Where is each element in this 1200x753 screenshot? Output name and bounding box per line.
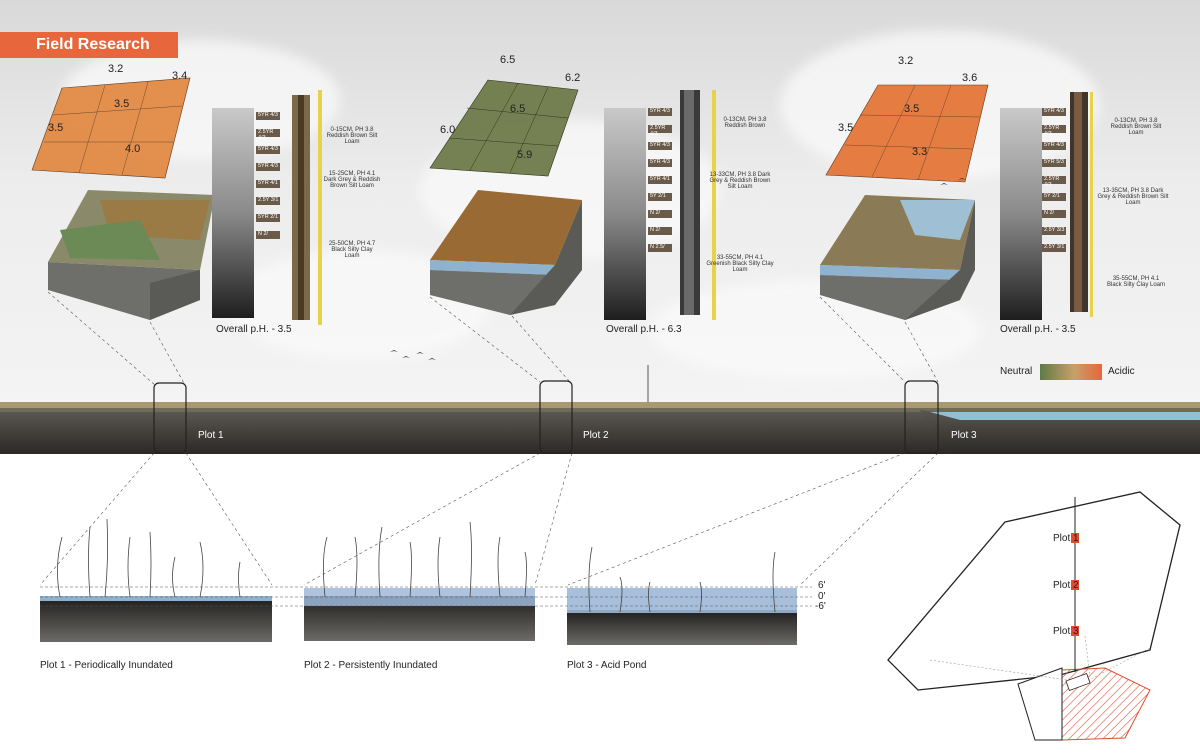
plot2-soil-core — [604, 90, 716, 320]
plot3-layer-1: 0-13CM, PH 3.8 Reddish Brown Silt Loam — [1110, 118, 1162, 136]
plot1-layer-3: 25-50CM, PH 4.7 Black Silty Clay Loam — [328, 241, 376, 259]
water-level-lines — [40, 586, 812, 607]
section-plot2-caption: Plot 2 - Persistently Inundated — [304, 660, 438, 671]
plot3-ph-value: 3.5 — [838, 122, 854, 134]
plot1-soil-core — [212, 90, 322, 325]
plot2-ph-value: 6.0 — [440, 124, 456, 136]
section-plot1-caption: Plot 1 - Periodically Inundated — [40, 660, 173, 671]
plot2-overall-ph: Overall p.H. - 6.3 — [606, 324, 682, 335]
map-plot2-label: Plot 2 — [1053, 580, 1079, 591]
plot3-terrain-block — [820, 195, 975, 320]
plot1-ph-value: 3.5 — [114, 98, 130, 110]
plot-callout-boxes — [153, 380, 939, 454]
section-plot1 — [40, 518, 272, 642]
legend-acidic-label: Acidic — [1108, 366, 1135, 377]
plot1-ph-grid — [31, 77, 191, 179]
plot3-ph-grid — [825, 84, 989, 183]
water-level-label: -6' — [815, 601, 826, 612]
water-level-label: 6' — [818, 580, 826, 591]
section-plot3 — [567, 546, 797, 645]
plot1-layer-1: 0-15CM, PH 3.8 Reddish Brown Silt Loam — [326, 127, 378, 145]
profile-plot1-label: Plot 1 — [198, 430, 224, 441]
plot1-ph-value: 3.4 — [172, 70, 188, 82]
birds — [390, 178, 966, 360]
ph-legend-gradient — [1040, 364, 1102, 380]
site-map — [887, 491, 1181, 741]
section-plot3-caption: Plot 3 - Acid Pond — [567, 660, 647, 671]
profile-plot3-label: Plot 3 — [951, 430, 977, 441]
plot3-ph-value: 3.6 — [962, 72, 978, 84]
title-banner: Field Research — [0, 32, 178, 58]
plot1-ph-value: 3.2 — [108, 63, 124, 75]
map-plot1-label: Plot 1 — [1053, 533, 1079, 544]
plot2-layer-1: 0-13CM, PH 3.8 Reddish Brown — [723, 117, 767, 129]
plot3-layer-3: 35-55CM, PH 4.1 Black Silty Clay Loam — [1106, 276, 1166, 288]
page-title: Field Research — [36, 36, 150, 53]
plot2-layer-3: 33-55CM, PH 4.1 Greenish Black Silty Cla… — [706, 255, 774, 273]
plot3-ph-value: 3.5 — [904, 103, 920, 115]
plot2-ph-value: 6.5 — [500, 54, 516, 66]
plot1-overall-ph: Overall p.H. - 3.5 — [216, 324, 292, 335]
plot1-terrain-block — [48, 190, 215, 320]
plot2-ph-value: 6.2 — [565, 72, 581, 84]
plot3-ph-value: 3.2 — [898, 55, 914, 67]
plot1-ph-value: 3.5 — [48, 122, 64, 134]
plot1-layer-2: 15-25CM, PH 4.1 Dark Grey & Reddish Brow… — [323, 171, 381, 189]
plot3-soil-core — [1000, 92, 1093, 320]
plot1-ph-value: 4.0 — [125, 143, 141, 155]
plot2-ph-value: 5.9 — [517, 149, 533, 161]
legend-neutral-label: Neutral — [1000, 366, 1033, 377]
plot3-overall-ph: Overall p.H. - 3.5 — [1000, 324, 1076, 335]
ground-profile — [0, 365, 1200, 454]
profile-plot2-label: Plot 2 — [583, 430, 609, 441]
plot3-layer-2: 13-35CM, PH 3.8 Dark Grey & Reddish Brow… — [1097, 188, 1169, 206]
connector-lines — [39, 291, 939, 586]
plot2-layer-2: 13-33CM, PH 3.8 Dark Grey & Reddish Brow… — [709, 172, 771, 190]
plot2-ph-value: 6.5 — [510, 103, 526, 115]
plot2-terrain-block — [430, 190, 582, 315]
section-plot2 — [304, 521, 535, 641]
plot2-ph-grid — [429, 79, 579, 177]
water-level-label: 0' — [818, 591, 826, 602]
map-plot3-label: Plot 3 — [1053, 626, 1079, 637]
plot3-ph-value: 3.3 — [912, 146, 928, 158]
